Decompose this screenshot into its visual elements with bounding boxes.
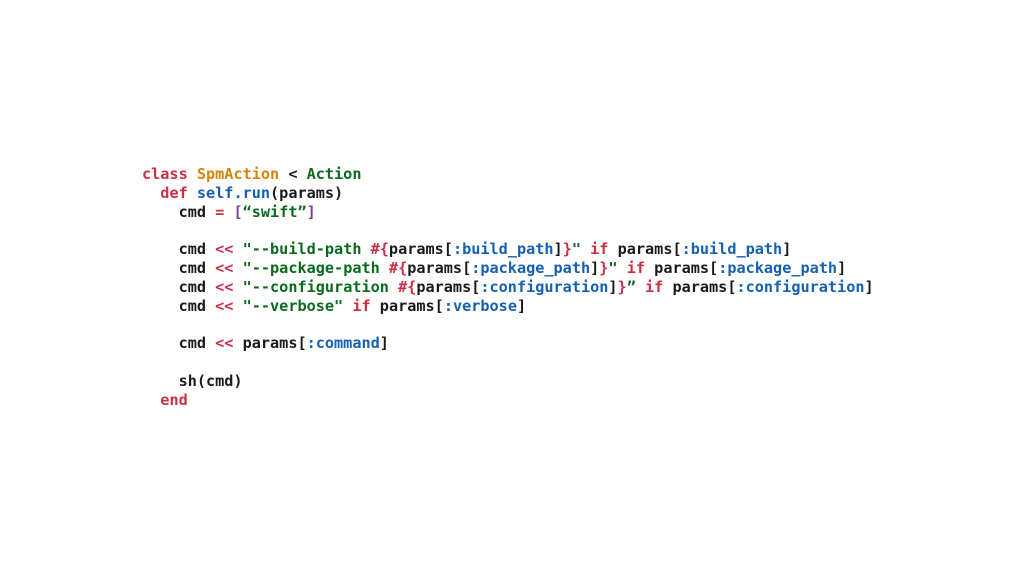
code-token-keyword: if — [645, 277, 664, 296]
code-line: end — [142, 391, 874, 410]
code-token-plain: ] — [608, 277, 618, 296]
code-token-plain: (params) — [270, 183, 344, 202]
code-token-keyword: #{ — [388, 258, 408, 277]
code-token-symbol: :build_path — [681, 240, 783, 259]
code-token-plain: params[ — [416, 277, 481, 296]
code-token-string: “swift” — [242, 202, 307, 221]
code-token-plain: cmd — [142, 202, 216, 221]
code-token-keyword: } — [562, 240, 572, 259]
code-token-plain — [233, 240, 242, 258]
code-token-method: self.run — [196, 183, 271, 202]
code-token-plain: params[ — [645, 258, 719, 277]
code-token-keyword: def — [160, 183, 197, 202]
code-token-plain — [636, 278, 645, 296]
code-token-string: " — [608, 258, 618, 277]
code-token-keyword: } — [617, 277, 627, 296]
code-token-plain: cmd — [142, 258, 216, 277]
code-token-keyword: if — [626, 258, 646, 277]
code-token-plain: ] — [516, 296, 527, 315]
code-token-plain: ] — [782, 240, 792, 259]
code-token-operator: << — [215, 334, 234, 353]
code-token-plain: sh(cmd) — [142, 371, 243, 390]
code-token-symbol: :package_path — [471, 258, 591, 277]
code-token-plain: params[ — [608, 240, 682, 259]
code-line: ​ — [142, 315, 874, 334]
code-line: cmd << "--configuration #{params[:config… — [142, 278, 874, 297]
code-token-symbol: :package_path — [718, 258, 838, 277]
code-token-plain: params[ — [370, 296, 444, 315]
code-token-keyword: class — [142, 165, 197, 183]
code-line: ​ — [142, 353, 874, 372]
code-line: sh(cmd) — [142, 372, 874, 391]
code-token-operator: << — [215, 240, 234, 259]
code-token-plain — [581, 240, 590, 258]
code-token-operator: << — [215, 277, 234, 296]
code-token-plain: < — [279, 165, 307, 183]
code-token-keyword: if — [352, 296, 371, 315]
code-token-plain: cmd — [142, 240, 216, 259]
code-token-plain: params[ — [407, 258, 472, 277]
code-token-symbol: :build_path — [452, 240, 554, 259]
code-token-interp: [ — [233, 202, 243, 221]
code-token-symbol: :configuration — [736, 277, 865, 296]
code-token-string: "--build-path — [242, 240, 371, 259]
code-token-plain: ] — [379, 334, 389, 353]
code-token-symbol: :configuration — [480, 277, 609, 296]
code-token-operator: = — [215, 202, 225, 221]
code-token-keyword: } — [599, 258, 609, 277]
code-token-operator: << — [215, 296, 234, 315]
code-token-plain: cmd — [142, 334, 216, 353]
code-token-operator: << — [215, 258, 234, 277]
code-token-string: " — [571, 240, 581, 259]
code-line: ​ — [142, 221, 874, 240]
code-token-plain — [618, 259, 627, 277]
code-token-plain — [343, 297, 352, 315]
code-snippet: class SpmAction < Action def self.run(pa… — [142, 165, 874, 409]
code-token-plain: cmd — [142, 296, 216, 315]
code-token-plain: ] — [837, 258, 847, 277]
code-token-string: ” — [626, 277, 636, 296]
code-token-symbol: :command — [306, 334, 380, 353]
code-line: def self.run(params) — [142, 184, 874, 203]
code-token-string: Action — [306, 165, 362, 183]
code-token-plain — [233, 297, 242, 315]
code-token-plain: ] — [553, 240, 563, 259]
code-token-plain — [233, 278, 242, 296]
code-token-keyword: if — [590, 240, 609, 259]
code-token-plain — [233, 259, 242, 277]
code-line: class SpmAction < Action — [142, 165, 874, 184]
code-token-plain: cmd — [142, 277, 216, 296]
code-line: cmd = [“swift”] — [142, 203, 874, 222]
code-token-plain: params[ — [388, 240, 453, 259]
code-token-string: "--verbose" — [242, 296, 344, 315]
code-token-plain: params[ — [663, 277, 737, 296]
code-token-string: "--package-path — [242, 258, 389, 277]
code-token-keyword: end — [160, 390, 188, 409]
code-token-plain — [142, 391, 160, 409]
code-token-symbol: :verbose — [443, 296, 517, 315]
code-token-string: "--configuration — [242, 277, 399, 296]
code-token-plain: ] — [864, 277, 874, 296]
code-token-plain — [142, 184, 160, 202]
code-line: cmd << "--build-path #{params[:build_pat… — [142, 240, 874, 259]
code-line: cmd << "--package-path #{params[:package… — [142, 259, 874, 278]
code-token-keyword: #{ — [398, 277, 417, 296]
code-token-keyword: #{ — [370, 240, 389, 259]
code-line: cmd << "--verbose" if params[:verbose] — [142, 297, 874, 316]
code-line: cmd << params[:command] — [142, 334, 874, 353]
code-token-interp: ] — [306, 202, 316, 221]
code-token-plain: params[ — [233, 334, 307, 353]
code-token-plain: ] — [590, 258, 600, 277]
code-token-class-name: SpmAction — [196, 165, 280, 183]
